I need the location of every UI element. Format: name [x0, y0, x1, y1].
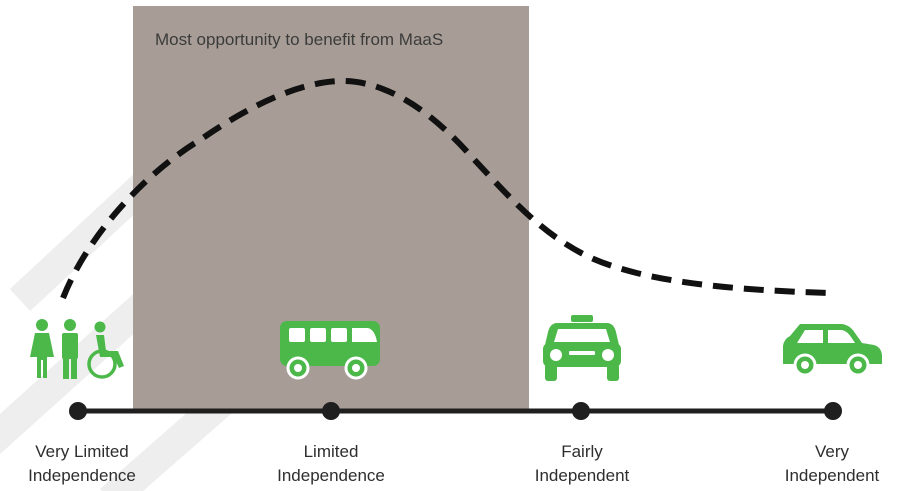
maas-opportunity-label: Most opportunity to benefit from MaaS — [155, 30, 444, 49]
car-icon — [783, 324, 882, 377]
level-label-line1: Fairly — [561, 442, 603, 461]
level-label-line1: Very — [814, 442, 850, 461]
level-label-very: Very Independent — [785, 440, 880, 488]
axis-marker-very-limited — [69, 402, 87, 420]
level-label-limited: Limited Independence — [277, 440, 385, 488]
axis-marker-very — [824, 402, 842, 420]
level-label-line2: Independent — [784, 466, 880, 485]
level-label-very-limited: Very Limited Independence — [28, 440, 136, 488]
level-label-line1: Limited — [303, 442, 359, 461]
level-label-line1: Very Limited — [35, 442, 129, 461]
level-label-fairly: Fairly Independent — [535, 440, 630, 488]
level-label-line2: Independent — [534, 466, 630, 485]
level-label-line2: Independence — [28, 466, 136, 485]
bus-icon — [280, 321, 380, 380]
opportunity-curve — [60, 77, 831, 300]
pedestrians-wheelchair-icon — [30, 319, 124, 379]
taxi-icon — [543, 315, 621, 381]
axis-marker-limited — [322, 402, 340, 420]
level-label-line2: Independence — [277, 466, 385, 485]
axis-marker-fairly — [572, 402, 590, 420]
